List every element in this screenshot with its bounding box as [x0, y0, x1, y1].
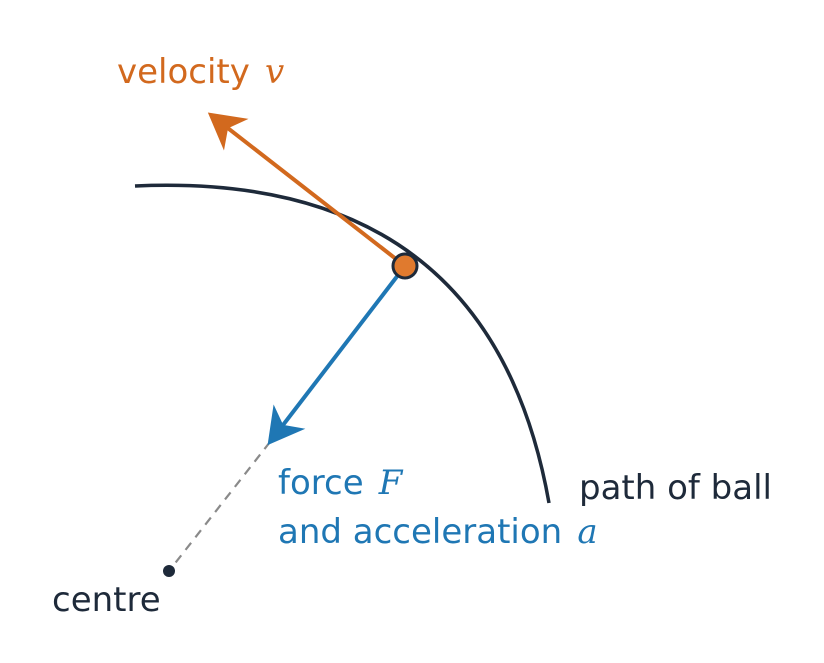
centre-dot — [163, 565, 175, 577]
force-arrow — [267, 264, 407, 446]
force-label: force F — [278, 463, 404, 503]
velocity-label: velocity v — [117, 52, 284, 92]
ball — [391, 252, 419, 280]
ball-path-arc — [134, 183, 551, 504]
force-label-text: force — [278, 463, 364, 503]
centre-label: centre — [52, 580, 161, 620]
radius-dashed-line — [168, 441, 271, 572]
acceleration-symbol: a — [577, 512, 597, 552]
path-label: path of ball — [579, 468, 772, 508]
velocity-label-text: velocity — [117, 52, 250, 92]
velocity-arrow — [207, 112, 407, 268]
acceleration-label-text: and acceleration — [278, 512, 562, 552]
velocity-symbol: v — [265, 52, 284, 92]
force-symbol: F — [378, 463, 404, 503]
acceleration-label: and acceleration a — [278, 512, 598, 552]
